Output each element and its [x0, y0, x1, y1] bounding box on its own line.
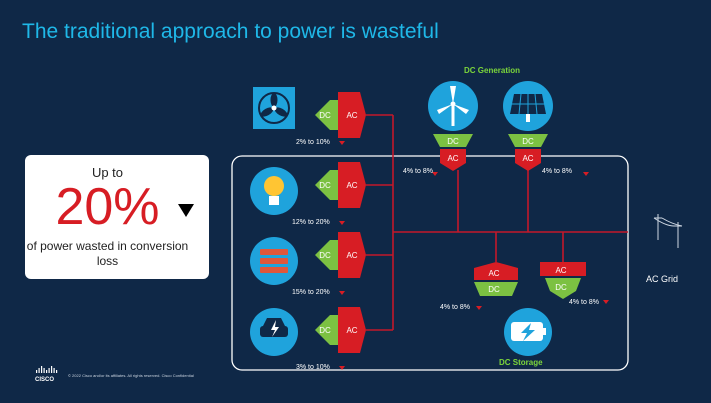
electric-car-icon [250, 308, 298, 356]
converter-dc-label: DC [319, 326, 331, 335]
callout-prefix: Up to [91, 165, 124, 180]
light-bulb-icon [250, 167, 298, 215]
cisco-logo-icon [36, 366, 58, 373]
converter-ac-label: AC [346, 181, 357, 190]
fan-icon [253, 87, 295, 129]
server-converter [315, 232, 366, 278]
wind-loss-label: 4% to 8% [403, 168, 433, 175]
converter-ac-label: AC [488, 269, 499, 278]
loss-markers [339, 141, 609, 370]
footer-copyright: © 2022 Cisco and/or its affiliates. All … [68, 373, 194, 378]
solar-loss-label: 4% to 8% [542, 168, 572, 175]
fan-converter [315, 92, 366, 138]
converter-ac-label: AC [346, 326, 357, 335]
converter-ac-label: AC [555, 266, 566, 275]
converter-dc-label: DC [522, 137, 534, 146]
converter-dc-label: DC [488, 285, 500, 294]
power-bus [366, 114, 628, 331]
wind-turbine-icon [428, 81, 478, 131]
converter-dc-label: DC [319, 111, 331, 120]
storage-left-loss-label: 4% to 8% [440, 304, 470, 311]
converter-dc-label: DC [319, 251, 331, 260]
dc-generation-label: DC Generation [464, 66, 521, 75]
callout-description: of power wasted in conversion loss [26, 239, 189, 268]
car-loss-label: 3% to 10% [296, 364, 330, 371]
converter-ac-label: AC [346, 251, 357, 260]
converter-ac-label: AC [522, 154, 533, 163]
bulb-converter [315, 162, 366, 208]
fan-loss-label: 2% to 10% [296, 139, 330, 146]
converter-ac-label: AC [447, 154, 458, 163]
dc-microgrid-boundary [231, 155, 629, 371]
converter-ac-label: AC [346, 111, 357, 120]
ac-grid-pylon-icon [653, 214, 683, 248]
wind-converter [433, 134, 473, 171]
converter-dc-label: DC [319, 181, 331, 190]
storage-right-loss-label: 4% to 8% [569, 299, 599, 306]
server-loss-label: 15% to 20% [292, 289, 330, 296]
solar-converter [508, 134, 548, 171]
bulb-loss-label: 12% to 20% [292, 219, 330, 226]
callout-value: 20% [55, 178, 160, 236]
solar-panel-icon [503, 81, 553, 131]
cisco-brand-text: CISCO [35, 377, 55, 383]
converter-dc-label: DC [555, 283, 567, 292]
waste-callout: Up to 20% of power wasted in conversion … [25, 155, 209, 279]
storage-converter-right [540, 262, 586, 299]
battery-storage-icon [504, 308, 552, 356]
car-converter [315, 307, 366, 353]
converter-dc-label: DC [447, 137, 459, 146]
dc-storage-label: DC Storage [499, 358, 543, 367]
page-title: The traditional approach to power is was… [22, 20, 439, 43]
storage-converter-left [474, 262, 518, 296]
server-icon [250, 237, 298, 285]
ac-grid-label: AC Grid [646, 274, 679, 284]
down-triangle-icon [178, 204, 194, 217]
